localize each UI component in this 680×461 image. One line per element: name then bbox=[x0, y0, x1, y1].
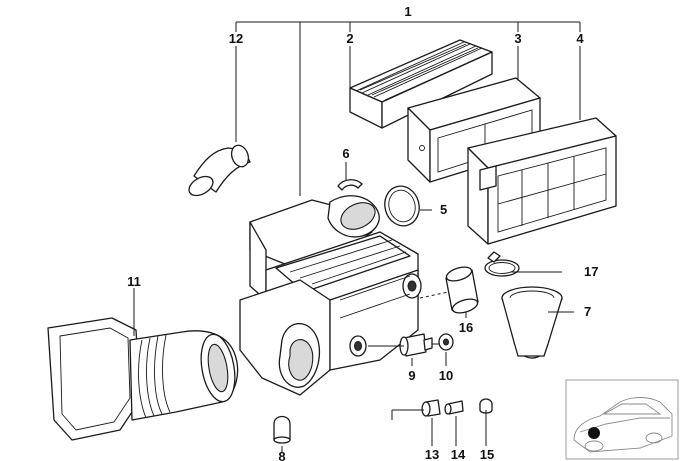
location-marker-icon bbox=[588, 427, 600, 439]
part-3-filter-frame[interactable] bbox=[407, 77, 541, 183]
air-filter-housing[interactable] bbox=[239, 195, 422, 396]
locator-thumbnail[interactable] bbox=[565, 379, 679, 460]
part-11-intake-duct[interactable] bbox=[47, 317, 240, 441]
callout-11[interactable]: 11 bbox=[127, 274, 141, 289]
callout-17[interactable]: 17 bbox=[584, 264, 598, 279]
part-13-buffer[interactable] bbox=[421, 399, 441, 417]
part-8-grommet[interactable] bbox=[273, 415, 291, 444]
callout-10[interactable]: 10 bbox=[439, 368, 453, 383]
callout-16[interactable]: 16 bbox=[459, 320, 473, 335]
group-bracket-1 bbox=[235, 21, 581, 32]
callout-7[interactable]: 7 bbox=[584, 304, 591, 319]
callout-8[interactable]: 8 bbox=[278, 449, 285, 461]
callout-5[interactable]: 5 bbox=[440, 202, 447, 217]
part-7-funnel[interactable] bbox=[501, 286, 563, 359]
part-16-sleeve[interactable] bbox=[445, 264, 479, 315]
callout-2[interactable]: 2 bbox=[346, 31, 353, 46]
part-5-seal-ring[interactable] bbox=[380, 182, 423, 229]
callout-labels: 1 2 3 4 5 6 7 8 9 10 11 12 13 14 15 16 1… bbox=[127, 4, 598, 461]
callout-4[interactable]: 4 bbox=[576, 31, 584, 46]
callout-14[interactable]: 14 bbox=[451, 447, 466, 461]
callout-3[interactable]: 3 bbox=[514, 31, 521, 46]
part-12-intake-elbow[interactable] bbox=[186, 143, 252, 200]
callout-1[interactable]: 1 bbox=[404, 4, 411, 19]
part-6-clip[interactable] bbox=[337, 179, 363, 191]
callout-12[interactable]: 12 bbox=[229, 31, 243, 46]
part-14-bushing[interactable] bbox=[444, 400, 464, 415]
callout-13[interactable]: 13 bbox=[425, 447, 439, 461]
callout-9[interactable]: 9 bbox=[408, 368, 415, 383]
part-15-screw[interactable] bbox=[479, 398, 493, 414]
callout-15[interactable]: 15 bbox=[480, 447, 494, 461]
part-9-rubber-mount[interactable] bbox=[399, 333, 433, 357]
part-4-filter-cover[interactable] bbox=[467, 117, 617, 245]
callout-6[interactable]: 6 bbox=[342, 146, 349, 161]
leader-lines bbox=[133, 32, 581, 452]
part-10-nut[interactable] bbox=[438, 333, 454, 351]
